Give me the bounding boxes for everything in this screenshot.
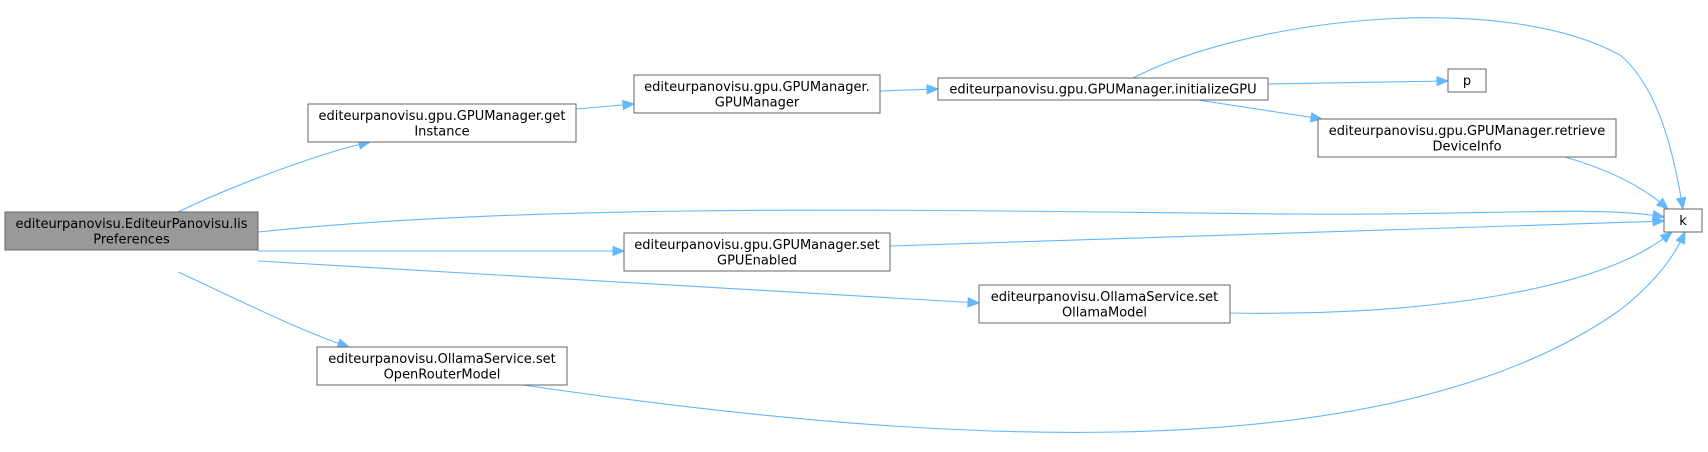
- node-initializeGPU[interactable]: editeurpanovisu.gpu.GPUManager.initializ…: [937, 77, 1269, 101]
- edge-line: [257, 260, 980, 304]
- node-label-line: editeurpanovisu.gpu.GPUManager.: [644, 80, 870, 95]
- edge-line: [1132, 17, 1684, 210]
- node-label-line: Preferences: [93, 232, 170, 247]
- edge-line: [177, 141, 371, 213]
- node-box: [307, 103, 577, 143]
- edges-layer: [177, 17, 1687, 433]
- arrow-head-icon: [967, 297, 981, 308]
- edge-retrieve-to-k: [1564, 156, 1669, 210]
- edge-initializeGPU-to-p: [1267, 75, 1450, 87]
- node-lis[interactable]: editeurpanovisu.EditeurPanovisu.lisPrefe…: [4, 211, 259, 251]
- arrow-head-icon: [336, 338, 351, 349]
- edge-line: [1229, 231, 1673, 314]
- edge-lis-to-setGPU: [258, 245, 626, 257]
- node-GPUManager[interactable]: editeurpanovisu.gpu.GPUManager.GPUManage…: [633, 74, 881, 114]
- node-box: [1663, 208, 1703, 233]
- node-box: [1317, 118, 1617, 158]
- node-label-line: Instance: [414, 124, 469, 139]
- edge-line: [889, 220, 1665, 247]
- node-box: [633, 74, 881, 114]
- node-box: [937, 77, 1269, 101]
- node-label-line: editeurpanovisu.EditeurPanovisu.lis: [15, 217, 247, 232]
- node-p[interactable]: p: [1447, 68, 1487, 93]
- node-label-line: OllamaModel: [1062, 305, 1147, 320]
- node-setOllama[interactable]: editeurpanovisu.OllamaService.setOllamaM…: [978, 284, 1231, 324]
- arrow-head-icon: [1436, 75, 1450, 87]
- edge-setGPU-to-k: [889, 216, 1666, 247]
- arrow-head-icon: [1652, 216, 1666, 227]
- edge-line: [522, 231, 1686, 433]
- node-label-line: GPUManager: [715, 95, 800, 110]
- node-box: [316, 346, 568, 386]
- edge-line: [177, 271, 350, 348]
- node-box: [978, 284, 1231, 324]
- node-setGPU[interactable]: editeurpanovisu.gpu.GPUManager.setGPUEna…: [623, 232, 891, 272]
- edge-GPUManager-to-initializeGPU: [879, 84, 940, 95]
- node-box: [623, 232, 891, 272]
- arrow-head-icon: [1659, 231, 1674, 244]
- edge-initializeGPU-to-k: [1132, 17, 1687, 211]
- node-label-line: editeurpanovisu.OllamaService.set: [991, 290, 1219, 305]
- edge-line: [1197, 99, 1323, 120]
- node-label-line: editeurpanovisu.gpu.GPUManager.set: [634, 238, 880, 253]
- node-box: [4, 211, 259, 251]
- edge-line: [1564, 156, 1669, 210]
- node-setOpenRouter[interactable]: editeurpanovisu.OllamaService.setOpenRou…: [316, 346, 568, 386]
- edge-lis-to-setOllama: [257, 260, 981, 308]
- node-label-line: p: [1463, 74, 1471, 89]
- edge-line: [1267, 80, 1449, 85]
- node-label-line: editeurpanovisu.gpu.GPUManager.retrieve: [1329, 124, 1605, 139]
- arrow-head-icon: [612, 245, 626, 257]
- edge-lis-to-getInstance: [177, 139, 372, 213]
- edge-setOllama-to-k: [1229, 231, 1674, 314]
- edge-line: [257, 209, 1665, 233]
- node-label-line: editeurpanovisu.gpu.GPUManager.get: [319, 109, 566, 124]
- node-label-line: OpenRouterModel: [384, 367, 501, 382]
- node-label-line: k: [1679, 214, 1687, 229]
- node-label-line: editeurpanovisu.gpu.GPUManager.initializ…: [949, 83, 1256, 98]
- node-k[interactable]: k: [1663, 208, 1703, 233]
- node-box: [1447, 68, 1487, 93]
- arrow-head-icon: [926, 84, 940, 95]
- edge-lis-to-setOpenRouter: [177, 271, 351, 349]
- edge-getInstance-to-GPUManager: [575, 99, 636, 111]
- arrow-head-icon: [1675, 230, 1686, 245]
- node-label-line: GPUEnabled: [717, 253, 797, 268]
- arrow-head-icon: [1655, 197, 1669, 210]
- node-retrieve[interactable]: editeurpanovisu.gpu.GPUManager.retrieveD…: [1317, 118, 1617, 158]
- nodes-layer: editeurpanovisu.EditeurPanovisu.lisPrefe…: [4, 68, 1703, 386]
- node-getInstance[interactable]: editeurpanovisu.gpu.GPUManager.getInstan…: [307, 103, 577, 143]
- edge-initializeGPU-to-retrieve: [1197, 99, 1324, 123]
- edge-setOpenRouter-to-k: [522, 230, 1686, 433]
- arrow-head-icon: [622, 99, 636, 111]
- arrow-head-icon: [1675, 196, 1687, 211]
- node-label-line: editeurpanovisu.OllamaService.set: [328, 352, 556, 367]
- node-label-line: DeviceInfo: [1432, 139, 1501, 154]
- edge-lis-to-k: [257, 209, 1666, 233]
